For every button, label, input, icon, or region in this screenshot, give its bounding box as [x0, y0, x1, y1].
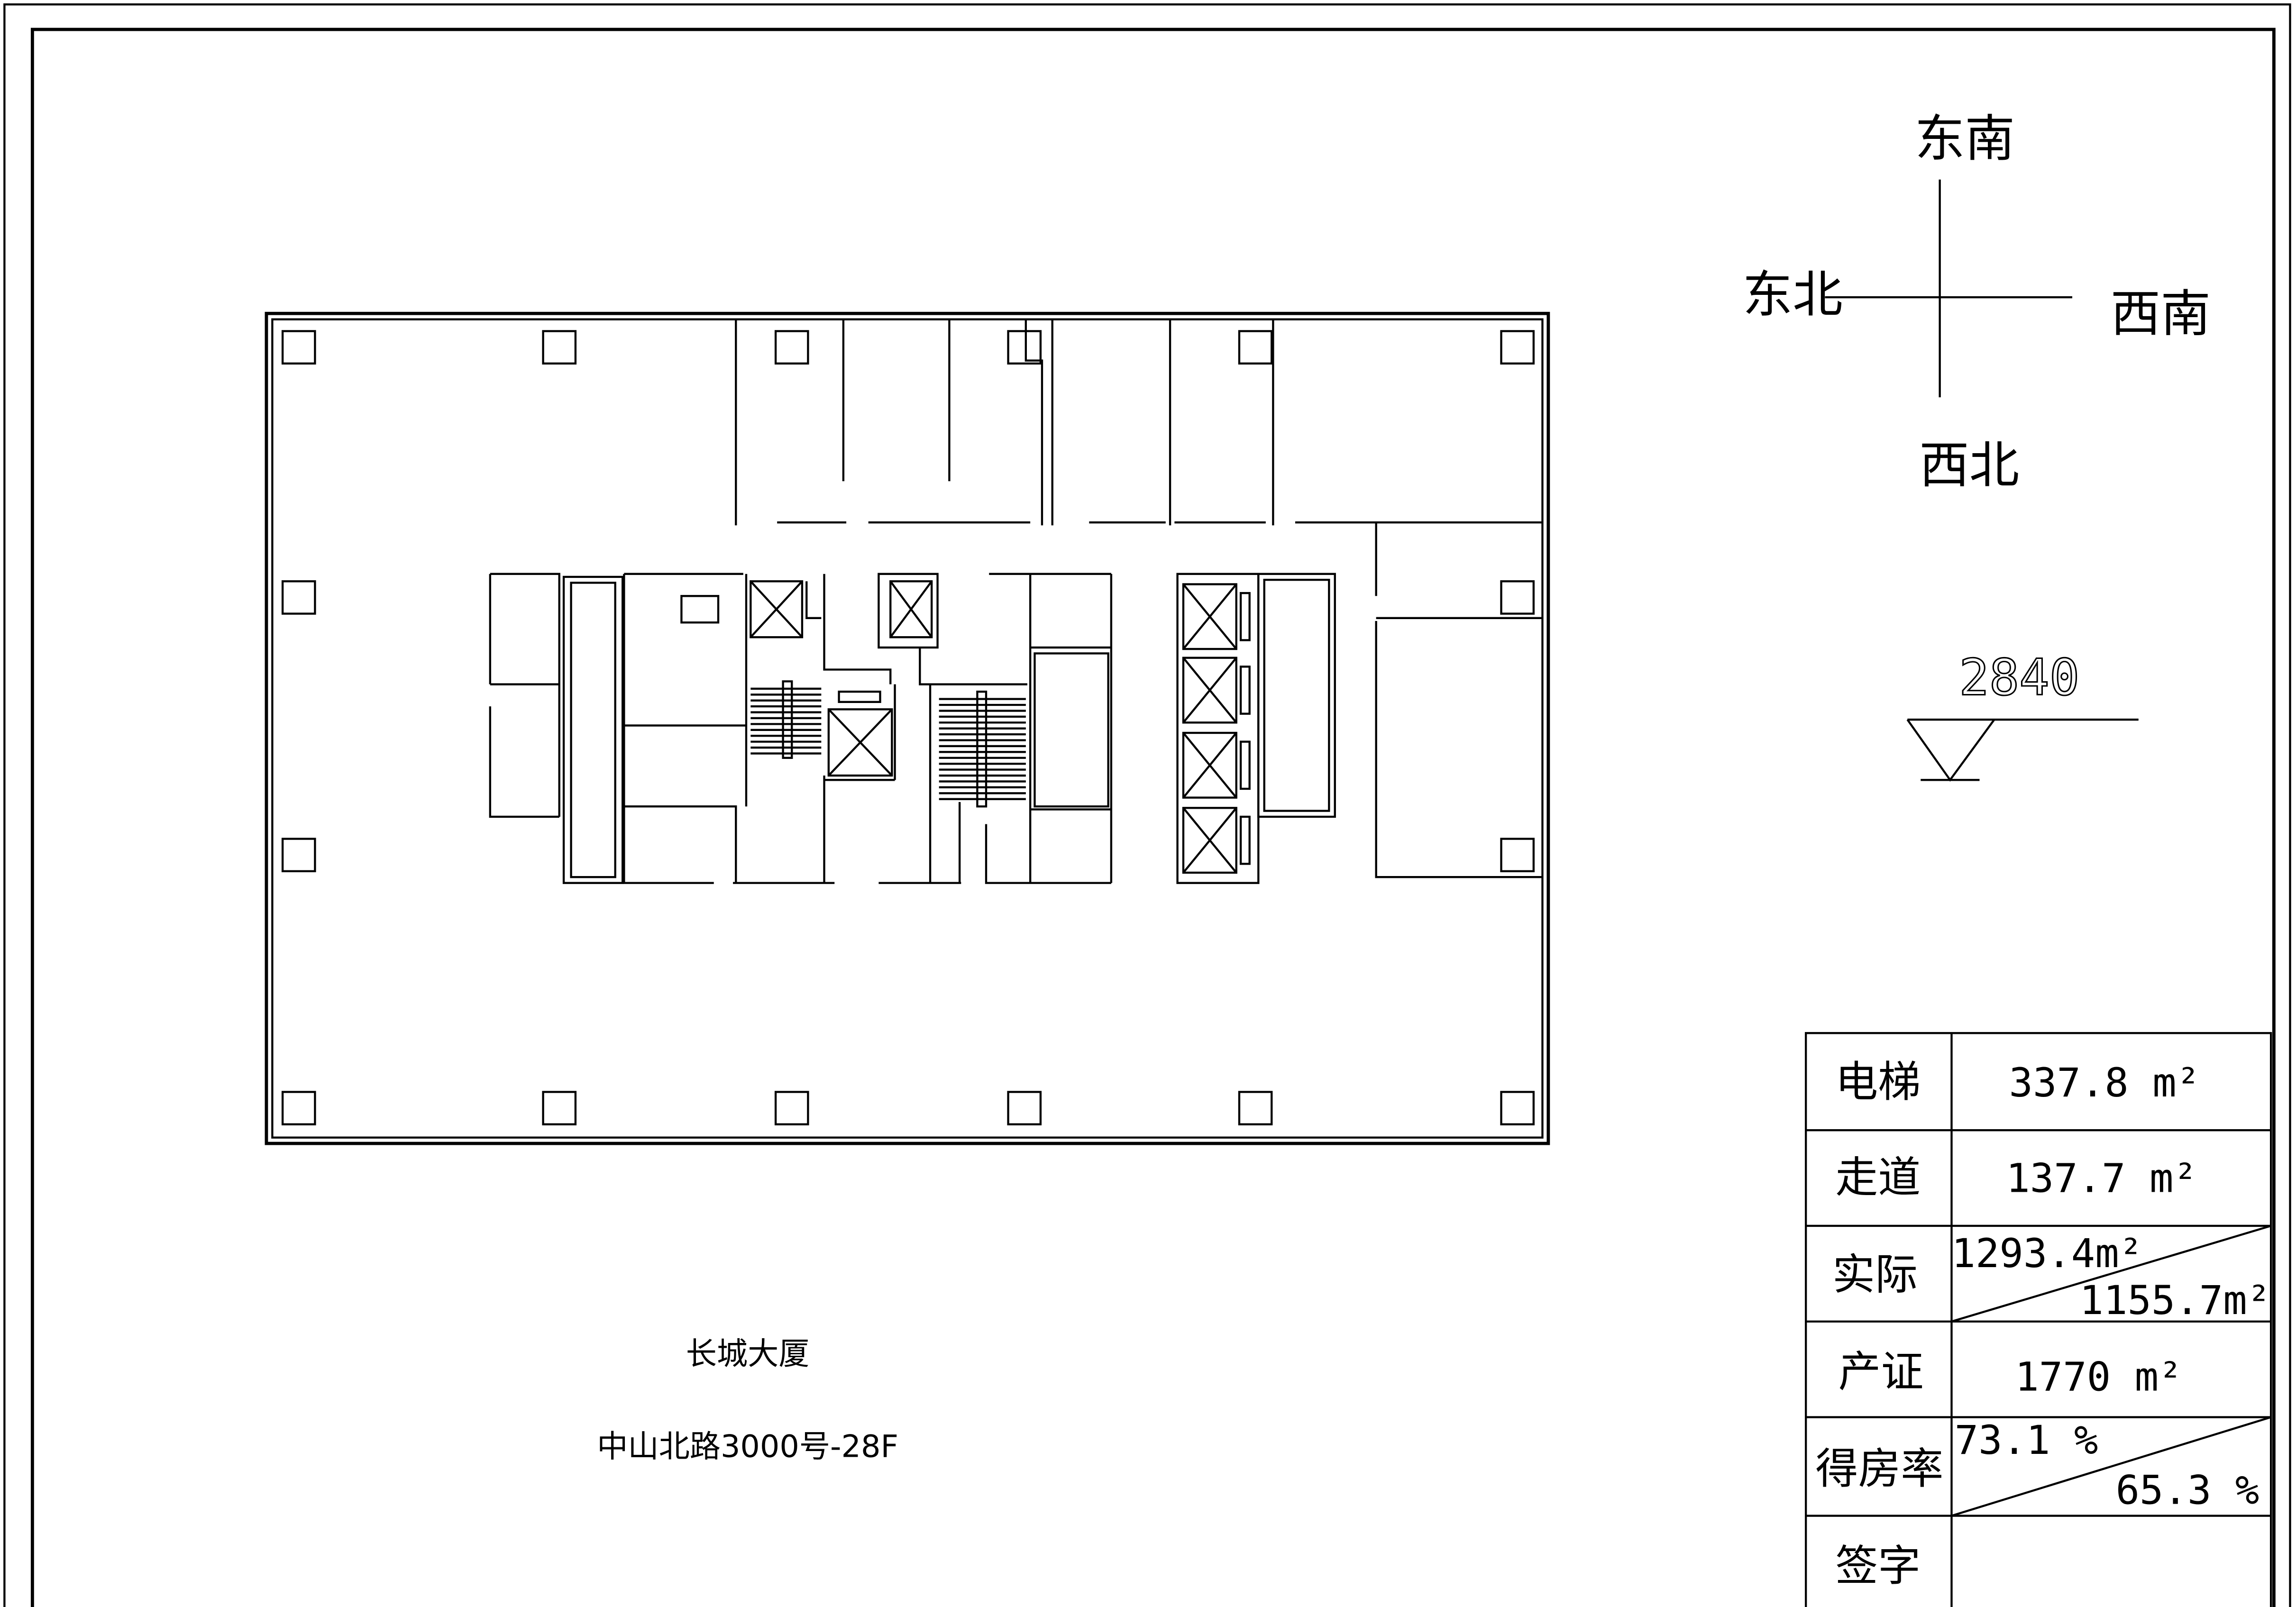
column [1500, 330, 1535, 365]
compass-bottom-label: 西北 [1919, 436, 2019, 494]
column [542, 1091, 577, 1125]
column [774, 1091, 809, 1125]
building-outline [265, 311, 1550, 1145]
table-row: 得房率 73.1 % 65.3 % [1815, 1417, 2259, 1514]
column [774, 330, 809, 365]
row-value-actual-upper: 1293.4m² [1952, 1230, 2143, 1277]
column [1500, 838, 1535, 872]
building-core [489, 573, 1336, 884]
stair-right [939, 690, 1026, 808]
row-label-efficiency: 得房率 [1815, 1444, 1943, 1494]
elevator-car [1182, 807, 1237, 874]
table-row: 走道 137.7 m² [1835, 1153, 2197, 1203]
elevator-car [1182, 583, 1237, 650]
row-value-actual-lower: 1155.7m² [2080, 1277, 2271, 1324]
building-name: 长城大厦 [686, 1336, 810, 1372]
table-row: 产证 1770 m² [1838, 1347, 2182, 1400]
elevator-cross [1182, 807, 1237, 874]
elevator-cross [1182, 657, 1237, 723]
row-label-actual: 实际 [1832, 1250, 1918, 1299]
elevator-door [1239, 666, 1251, 715]
elevation-marker: 2840 [1906, 648, 2139, 782]
orientation-compass: 东南 东北 西南 西北 [1743, 110, 2211, 494]
column [1500, 580, 1535, 615]
row-label-corridor: 走道 [1835, 1153, 1921, 1203]
compass-left-label: 东北 [1743, 265, 1843, 324]
compass-top-label: 东南 [1915, 110, 2015, 168]
stair-left [750, 680, 822, 759]
column [542, 330, 577, 365]
area-table: 电梯 337.8 m² 走道 137.7 m² 实际 1293.4m² 1155… [1804, 1032, 2272, 1607]
column [281, 1091, 316, 1125]
row-value-elevator: 337.8 m² [2009, 1059, 2201, 1106]
row-value-corridor: 137.7 m² [2006, 1155, 2197, 1202]
office-partitions [735, 319, 1543, 878]
column [1007, 330, 1042, 365]
table-row: 电梯 337.8 m² [1835, 1057, 2200, 1107]
row-value-certificate: 1770 m² [2015, 1354, 2182, 1400]
row-value-efficiency-lower: 65.3 % [2116, 1467, 2259, 1514]
stair-rail [976, 690, 988, 808]
elevator-door [1239, 592, 1251, 641]
elevator-car [1182, 731, 1237, 799]
building-address: 中山北路3000号-28F [597, 1428, 898, 1464]
structural-columns [281, 330, 1535, 1125]
compass-right-label: 西南 [2111, 284, 2211, 343]
elevator-door [1239, 740, 1251, 790]
row-label-elevator: 电梯 [1835, 1057, 1921, 1107]
row-label-signature: 签字 [1835, 1541, 1921, 1591]
table-row: 签字 [1835, 1541, 1921, 1591]
row-value-efficiency-upper: 73.1 % [1955, 1417, 2098, 1463]
column [1500, 1091, 1535, 1125]
elevation-value: 2840 [1959, 648, 2079, 706]
column [1238, 1091, 1273, 1125]
elevator-cross [1182, 732, 1237, 798]
elevator-bank [1182, 583, 1251, 874]
elevator-cross [1182, 584, 1237, 650]
column [281, 330, 316, 365]
column [1007, 1091, 1042, 1125]
table-row: 实际 1293.4m² 1155.7m² [1832, 1230, 2271, 1324]
elevator-door [1239, 815, 1251, 865]
row-label-certificate: 产证 [1838, 1347, 1923, 1397]
drawing-frame [3, 3, 2291, 1607]
column [1238, 330, 1273, 365]
column [281, 838, 316, 872]
elevator-car [1182, 657, 1237, 724]
column [281, 580, 316, 615]
stair-rail [782, 680, 793, 759]
